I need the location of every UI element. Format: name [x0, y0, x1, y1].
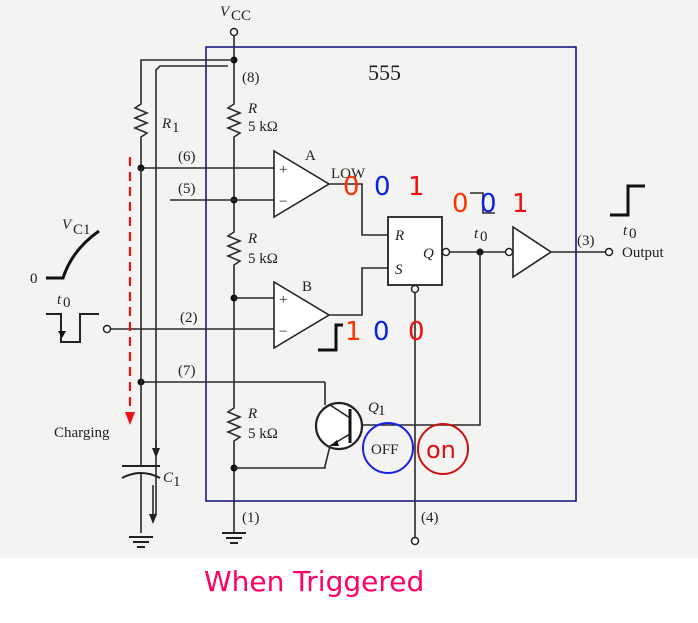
- r-top-label: R: [247, 101, 257, 117]
- svg-text:+: +: [279, 162, 287, 178]
- on-state-label: on: [426, 436, 456, 464]
- r1-label: R: [161, 116, 171, 132]
- t0-sub-out: 0: [629, 226, 637, 242]
- comparator-b-label: B: [302, 279, 312, 295]
- pin-6-label: (6): [178, 149, 196, 165]
- pin-2-label: (2): [180, 310, 198, 326]
- resistor-r-top: [225, 100, 243, 200]
- pin-4-label: (4): [421, 510, 439, 526]
- discharge-arrow-icon: [149, 514, 157, 524]
- ground-icon-cap: [129, 536, 153, 548]
- current-arrow-icon: [152, 448, 160, 458]
- off-state-label: OFF: [371, 442, 399, 458]
- chip-label: 555: [368, 60, 401, 85]
- comparator-a-label: A: [305, 148, 316, 164]
- state-b-old: 1: [345, 317, 362, 347]
- vcc-sub: CC: [231, 8, 251, 24]
- state-b-new: 0: [408, 317, 425, 347]
- r-bot-value: 5 kΩ: [248, 426, 278, 442]
- off-state-circle: [362, 422, 414, 474]
- a-to-reset-wire: [329, 183, 388, 236]
- capacitor-c1: [121, 465, 161, 533]
- resistor-r-mid: [225, 200, 243, 298]
- state-b-mid: 0: [373, 317, 390, 347]
- t0-sub-ff: 0: [480, 229, 488, 245]
- comparator-b: + −: [273, 280, 331, 350]
- trigger-pulse-icon: [318, 323, 343, 352]
- ff-q-label: Q: [423, 246, 434, 262]
- q1-sub: 1: [378, 403, 386, 419]
- vc1-sub: C1: [73, 222, 91, 238]
- vcc-terminal: V CC: [220, 4, 251, 100]
- state-ff-old: 0: [452, 189, 469, 219]
- discharge-feed-wire: [155, 65, 228, 515]
- vc1-label: V: [62, 217, 73, 233]
- r-bot-label: R: [247, 406, 257, 422]
- svg-text:−: −: [279, 324, 287, 340]
- ff-s-label: S: [395, 262, 403, 278]
- caption: When Triggered: [204, 565, 424, 598]
- comparator-b-states: 1 0 0: [345, 317, 425, 347]
- rs-flipflop: [387, 216, 443, 286]
- state-ff-mid: 0: [480, 189, 497, 219]
- vc1-waveform: [46, 229, 100, 280]
- flipflop-states: 0 0 1: [452, 189, 529, 219]
- q1-label: Q: [368, 400, 379, 416]
- pin-1-label: (1): [242, 510, 260, 526]
- chip-555-outline: [205, 46, 577, 502]
- comparator-a: + −: [273, 149, 331, 219]
- zero-label: 0: [30, 271, 38, 287]
- charging-arrowhead-icon: [125, 412, 135, 425]
- charging-label: Charging: [54, 425, 110, 441]
- pin-5-label: (5): [178, 181, 196, 197]
- scan-background: [0, 0, 698, 558]
- r-mid-label: R: [247, 231, 257, 247]
- t0-sub-in: 0: [63, 295, 71, 311]
- output-label: Output: [622, 245, 665, 261]
- pin-7-label: (7): [178, 363, 196, 379]
- pin-3-label: (3): [577, 233, 595, 249]
- state-a-mid: 0: [374, 172, 391, 202]
- transistor-q1: [234, 401, 364, 469]
- r-top-value: 5 kΩ: [248, 119, 278, 135]
- comparator-a-states: 0 0 1: [343, 172, 425, 202]
- c1-sub: 1: [173, 474, 181, 490]
- b-to-set-wire: [329, 267, 388, 316]
- state-ff-new: 1: [512, 189, 529, 219]
- resistor-r-bot: [225, 298, 243, 533]
- state-a-new: 1: [408, 172, 425, 202]
- c1-label: C: [163, 470, 174, 486]
- output-step-icon: [610, 184, 645, 217]
- t0-label-in: t: [57, 292, 62, 308]
- svg-text:−: −: [279, 194, 287, 210]
- r1-sub: 1: [172, 120, 180, 136]
- t0-label-out: t: [623, 223, 628, 239]
- low-label: LOW: [331, 166, 366, 182]
- svg-text:+: +: [279, 292, 287, 308]
- vcc-to-r1-wire: [140, 59, 234, 100]
- on-state-circle: [417, 423, 469, 475]
- trigger-input-pulse: [46, 313, 99, 343]
- ground-icon-chip: [222, 532, 246, 544]
- state-a-old: 0: [343, 172, 360, 202]
- resistor-r1: [132, 100, 150, 168]
- t0-label-ff: t: [474, 226, 479, 242]
- output-buffer: [512, 225, 553, 279]
- pin-8-label: (8): [242, 70, 260, 86]
- r-mid-value: 5 kΩ: [248, 251, 278, 267]
- ff-r-label: R: [394, 228, 404, 244]
- vcc-label: V: [220, 4, 231, 20]
